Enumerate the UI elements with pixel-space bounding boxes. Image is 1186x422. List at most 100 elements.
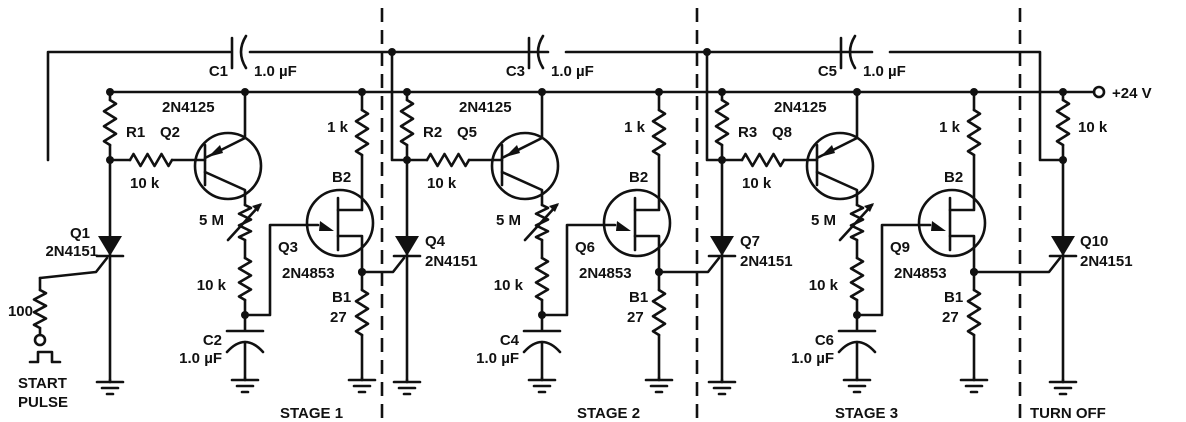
- ground-icon: [842, 376, 872, 394]
- wire: [948, 234, 976, 292]
- cap-top-label: C3: [506, 63, 525, 80]
- b2-resistor: [651, 108, 667, 157]
- junction-dot: [970, 88, 978, 96]
- timing-resistor: [534, 256, 550, 302]
- b1-res-label: 27: [627, 309, 644, 326]
- junction-dot: [655, 268, 663, 276]
- wire: [243, 223, 320, 317]
- pot-label: 5 M: [199, 212, 224, 229]
- wire: [815, 170, 859, 207]
- scr-part: 2N4151: [740, 253, 793, 270]
- ground-icon: [527, 376, 557, 394]
- b1-resistor: [966, 288, 982, 337]
- timing-resistor: [849, 256, 865, 302]
- b2-res-label: 1 k: [939, 119, 961, 136]
- gate-wire: [38, 256, 109, 280]
- cap-top-label: C5: [818, 63, 837, 80]
- wire: [500, 170, 544, 207]
- ground-icon: [392, 378, 422, 396]
- scr-label: Q4: [425, 233, 446, 250]
- gate-wire: [972, 256, 1062, 274]
- scr-label: Q10: [1080, 233, 1108, 250]
- junction-dot: [241, 88, 249, 96]
- resistor-r: [714, 98, 730, 147]
- b2-resistor: [966, 108, 982, 157]
- cap-top-value: 1.0 µF: [254, 63, 297, 80]
- junction-dot: [970, 268, 978, 276]
- start-label-2: PULSE: [18, 394, 68, 411]
- ujt-b2-label: B2: [629, 169, 648, 186]
- timing-resistor: [237, 256, 253, 302]
- ground-icon: [95, 378, 125, 396]
- base-res-label: 10 k: [742, 175, 772, 192]
- thyristor: [657, 158, 737, 396]
- b2-res-label: 1 k: [327, 119, 349, 136]
- wire: [948, 153, 976, 212]
- thyristor-q10: [972, 158, 1078, 396]
- wire: [633, 234, 661, 292]
- scr-label: Q7: [740, 233, 760, 250]
- ujt-part: 2N4853: [894, 265, 947, 282]
- timing-cap-label: C2: [203, 332, 222, 349]
- ujt-transistor-icon: [917, 188, 987, 258]
- pnp-transistor-icon: [805, 131, 875, 201]
- feedback-bus: [46, 48, 1065, 162]
- thyristor-triangle-icon: [395, 236, 419, 256]
- timing-res-label: 10 k: [809, 277, 839, 294]
- pnp-transistor-icon: [490, 131, 560, 201]
- stage-label: STAGE 2: [577, 405, 640, 422]
- wire: [390, 50, 409, 162]
- pnp-part: 2N4125: [774, 99, 827, 116]
- pnp-label: Q8: [772, 124, 792, 141]
- ujt-transistor-icon: [602, 188, 672, 258]
- timing-cap-value: 1.0 µF: [476, 350, 519, 367]
- ujt-emitter-arrow-icon: [319, 221, 334, 231]
- start-res-label: 100: [8, 303, 33, 320]
- ground-icon: [230, 376, 260, 394]
- pnp-part: 2N4125: [162, 99, 215, 116]
- cap-top-label: C1: [209, 63, 228, 80]
- turn-off-resistor: [1055, 98, 1071, 147]
- timing-res-label: 10 k: [197, 277, 227, 294]
- junction-dot: [655, 88, 663, 96]
- gate-wire: [360, 256, 406, 274]
- wire: [540, 223, 617, 317]
- ujt-emitter-arrow-icon: [931, 221, 946, 231]
- pot-arrow-icon: [864, 203, 874, 212]
- thyristor: [360, 158, 422, 396]
- timing-cap-label: C4: [500, 332, 520, 349]
- wire: [336, 153, 364, 212]
- ground-icon: [707, 378, 737, 396]
- ground-icon: [1048, 378, 1078, 396]
- gate-wire: [657, 256, 721, 274]
- wire: [705, 50, 724, 162]
- start-label: START: [18, 375, 67, 392]
- wire: [888, 50, 1065, 162]
- scr-part: 2N4151: [45, 243, 98, 260]
- supply-label: +24 V: [1112, 85, 1152, 102]
- emitter-arrow-icon: [820, 145, 835, 157]
- b1-res-label: 27: [330, 309, 347, 326]
- r-label: R1: [126, 124, 145, 141]
- ujt-part: 2N4853: [282, 265, 335, 282]
- base-res-label: 10 k: [130, 175, 160, 192]
- wire: [633, 153, 661, 212]
- ujt-b2-label: B2: [944, 169, 963, 186]
- b2-res-label: 1 k: [624, 119, 646, 136]
- pot-arrow-icon: [252, 203, 262, 212]
- scr-label: Q1: [70, 225, 90, 242]
- timing-cap-value: 1.0 µF: [179, 350, 222, 367]
- thyristor-triangle-icon: [710, 236, 734, 256]
- scr-part: 2N4151: [1080, 253, 1133, 270]
- pot-arrow: [838, 203, 874, 242]
- b2-resistor: [354, 108, 370, 157]
- ujt-emitter-arrow-icon: [616, 221, 631, 231]
- r-label: R2: [423, 124, 442, 141]
